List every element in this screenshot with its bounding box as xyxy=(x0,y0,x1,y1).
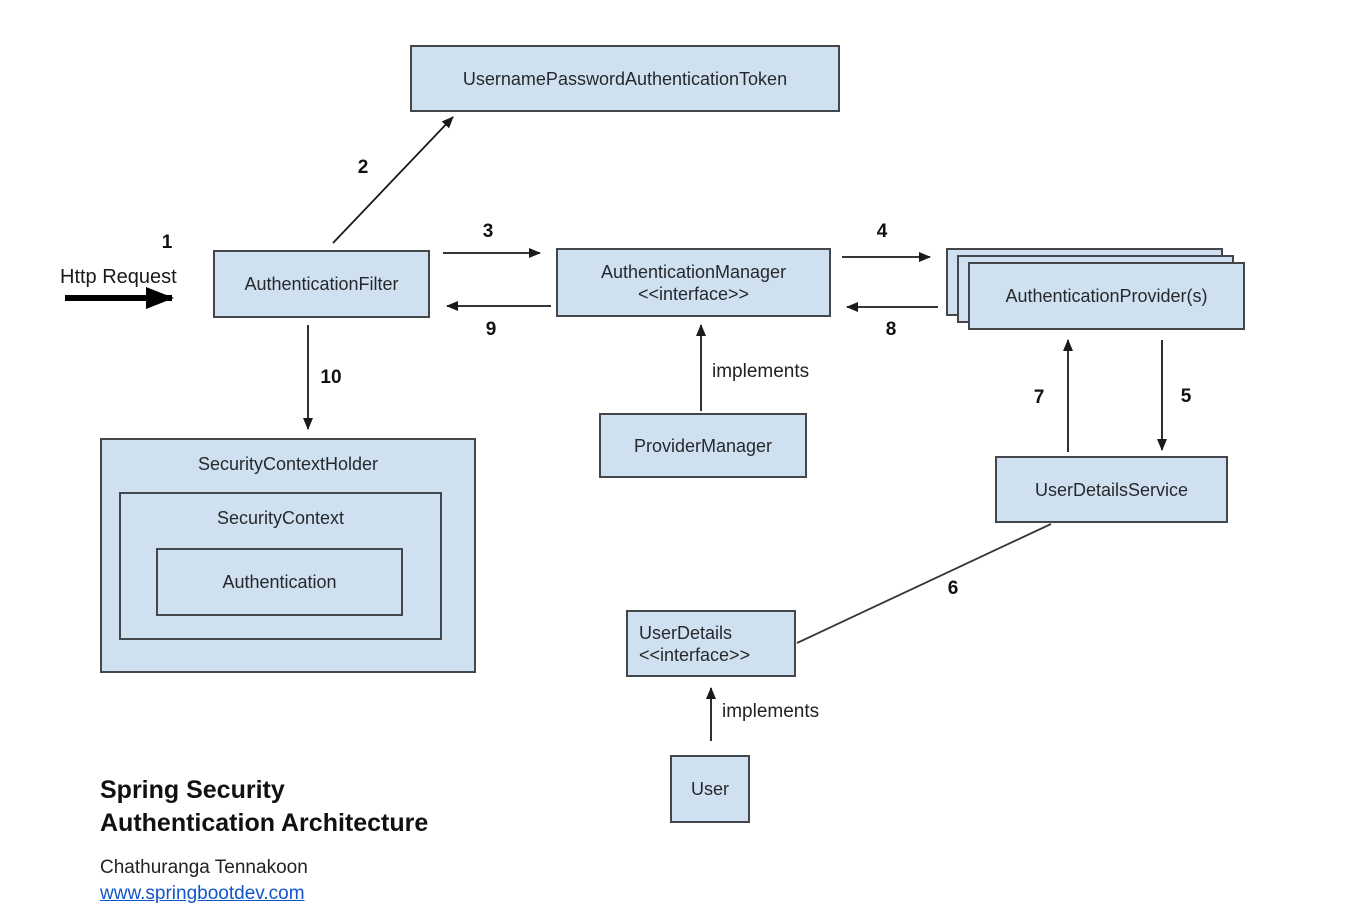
line-6-userdetails-to-uds xyxy=(796,523,1052,644)
edge-label-6: 6 xyxy=(947,578,959,599)
node-label: SecurityContext xyxy=(216,508,345,528)
node-label: Authentication xyxy=(222,572,337,592)
node-label: ProviderManager xyxy=(633,435,773,456)
node-label: User xyxy=(690,779,729,799)
node-provider-manager: ProviderManager xyxy=(599,413,807,478)
node-username-password-authentication-token: UsernamePasswordAuthenticationToken xyxy=(410,45,840,112)
edge-label-10: 10 xyxy=(320,367,342,388)
implements-label-user: implements xyxy=(722,701,820,722)
diagram-title-line1: Spring Security xyxy=(100,776,285,804)
node-stereotype: <<interface>> xyxy=(639,644,751,665)
node-label: AuthenticationProvider(s) xyxy=(1005,286,1208,306)
node-user: User xyxy=(670,755,750,823)
node-stereotype: <<interface>> xyxy=(637,283,750,304)
edge-label-3: 3 xyxy=(482,221,494,242)
footer: Spring Security Authentication Architect… xyxy=(100,774,428,905)
implements-label-providermanager: implements xyxy=(712,361,810,382)
http-request-label: Http Request xyxy=(60,266,177,288)
edge-label-2: 2 xyxy=(357,157,369,178)
node-authentication-providers: AuthenticationProvider(s) xyxy=(968,262,1245,330)
edge-label-4: 4 xyxy=(876,221,888,242)
node-authentication-filter: AuthenticationFilter xyxy=(213,250,430,318)
arrow-2-filter-to-token xyxy=(332,116,454,244)
node-authentication: Authentication xyxy=(156,548,403,616)
node-user-details: UserDetails <<interface>> xyxy=(626,610,796,677)
edge-label-1: 1 xyxy=(161,232,173,253)
node-user-details-service: UserDetailsService xyxy=(995,456,1228,523)
edge-label-5: 5 xyxy=(1180,386,1192,407)
edge-label-9: 9 xyxy=(485,319,497,340)
author-name: Chathuranga Tennakoon xyxy=(100,857,308,878)
node-label: SecurityContextHolder xyxy=(197,454,379,474)
node-label: UserDetailsService xyxy=(1034,479,1189,500)
diagram-title-line2: Authentication Architecture xyxy=(100,809,429,837)
node-label: UserDetails xyxy=(639,622,733,643)
edge-label-7: 7 xyxy=(1033,387,1045,408)
node-label: AuthenticationFilter xyxy=(244,274,399,294)
website-link[interactable]: www.springbootdev.com xyxy=(100,883,305,904)
node-label: AuthenticationManager xyxy=(600,261,787,282)
node-label: UsernamePasswordAuthenticationToken xyxy=(462,68,788,89)
edge-label-8: 8 xyxy=(885,319,897,340)
node-authentication-manager: AuthenticationManager <<interface>> xyxy=(556,248,831,317)
